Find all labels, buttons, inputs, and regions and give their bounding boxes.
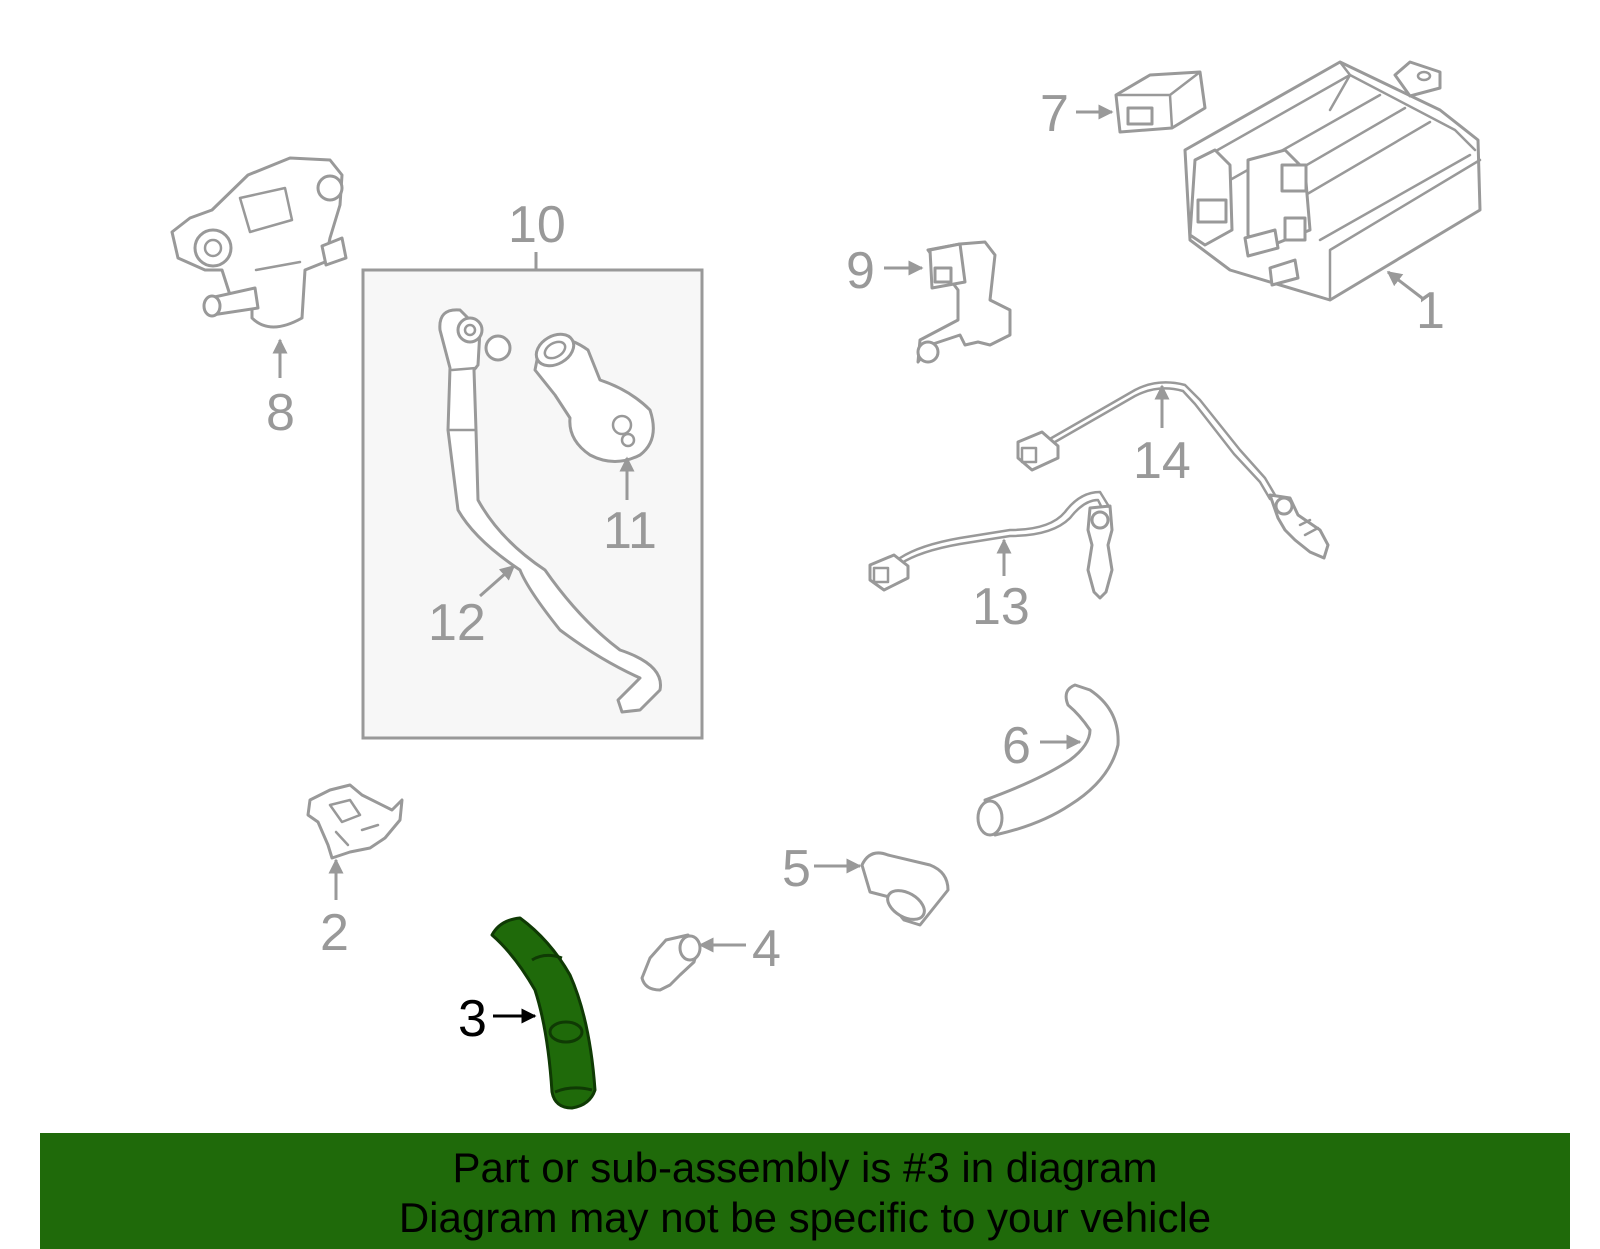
callout-3: 3 xyxy=(458,990,487,1048)
callout-7: 7 xyxy=(1040,85,1069,143)
callout-1: 1 xyxy=(1416,282,1445,340)
part-13-oxygen-sensor[interactable] xyxy=(868,490,1114,600)
callout-6: 6 xyxy=(1002,717,1031,775)
banner-line-2: Diagram may not be specific to your vehi… xyxy=(398,1194,1212,1241)
part-14-oxygen-sensor[interactable] xyxy=(1016,381,1330,560)
callout-4: 4 xyxy=(752,920,781,978)
part-8-purge-valve[interactable] xyxy=(170,156,348,329)
callout-11: 11 xyxy=(603,502,657,560)
part-4-fitting[interactable] xyxy=(640,933,702,992)
callout-12: 12 xyxy=(428,594,486,652)
part-12-hose[interactable] xyxy=(438,308,662,714)
callout-13: 13 xyxy=(972,578,1030,636)
part-1-charcoal-canister[interactable] xyxy=(1183,60,1482,302)
part-7-connector[interactable] xyxy=(1114,70,1207,134)
part-3-hose-highlighted[interactable] xyxy=(490,916,597,1110)
part-9-sensor[interactable] xyxy=(916,240,1012,364)
callout-14: 14 xyxy=(1133,432,1191,490)
info-banner: Part or sub-assembly is #3 in diagram Di… xyxy=(40,1133,1570,1249)
part-11-valve[interactable] xyxy=(531,328,655,463)
callout-5: 5 xyxy=(782,840,811,898)
banner-line-1: Part or sub-assembly is #3 in diagram xyxy=(452,1144,1158,1191)
callout-8: 8 xyxy=(266,384,295,442)
callout-10: 10 xyxy=(508,196,566,254)
part-2-bracket[interactable] xyxy=(306,783,404,860)
part-6-hose[interactable] xyxy=(976,683,1120,837)
callout-9: 9 xyxy=(846,242,875,300)
part-5-connector[interactable] xyxy=(860,851,950,927)
callout-2: 2 xyxy=(320,904,349,962)
group-box-10 xyxy=(361,268,704,740)
